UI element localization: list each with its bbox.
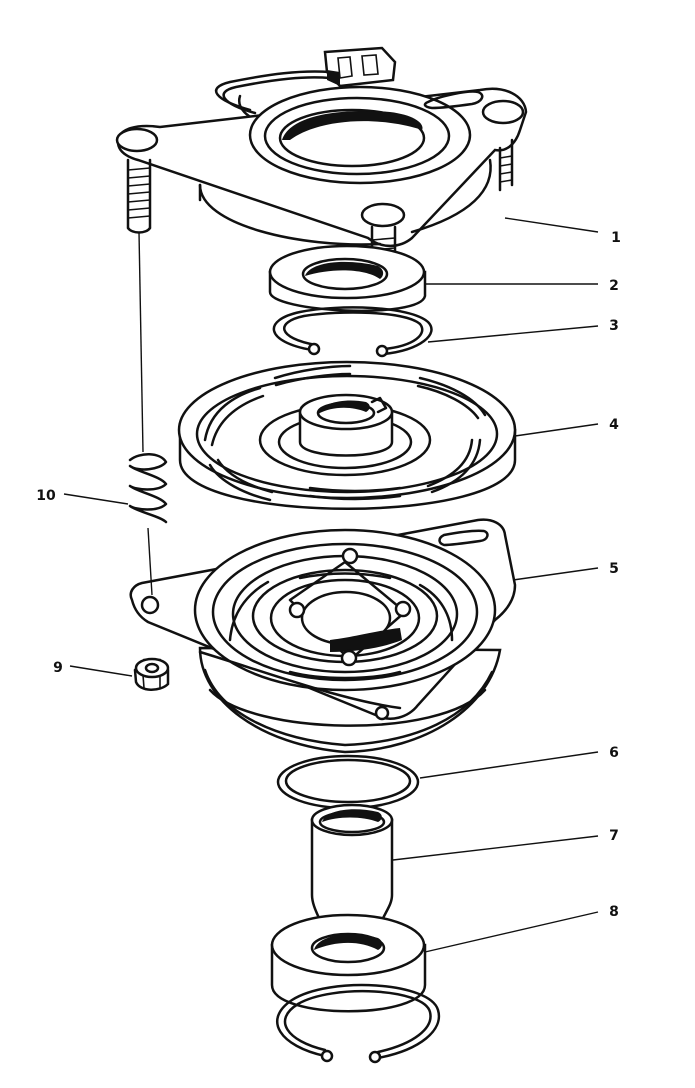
part-10-spring <box>128 231 168 596</box>
callout-10: 10 <box>36 488 56 504</box>
callout-5: 5 <box>609 561 619 577</box>
callout-7: 7 <box>609 828 619 844</box>
part-4-rotor <box>177 360 517 510</box>
callout-6: 6 <box>609 745 619 761</box>
callout-8: 8 <box>609 904 619 920</box>
leader-lines <box>63 217 599 953</box>
part-2-bearing <box>268 244 427 313</box>
callout-1: 1 <box>611 230 621 246</box>
part-3-snap-ring <box>272 306 433 358</box>
connector-plug <box>323 46 397 88</box>
part-6-snap-ring <box>276 754 420 810</box>
part-9-nut <box>133 657 170 691</box>
callout-4: 4 <box>609 417 619 433</box>
part-8-bearing <box>270 913 427 1013</box>
callout-3: 3 <box>609 318 619 334</box>
part-1-top-plate <box>115 46 528 308</box>
callout-9: 9 <box>53 660 63 676</box>
callout-2: 2 <box>609 278 619 294</box>
bottom-circlip <box>276 983 441 1064</box>
callout-labels: 1 2 3 4 5 6 7 8 9 10 <box>36 230 621 920</box>
part-5-stator-plate <box>129 518 517 754</box>
